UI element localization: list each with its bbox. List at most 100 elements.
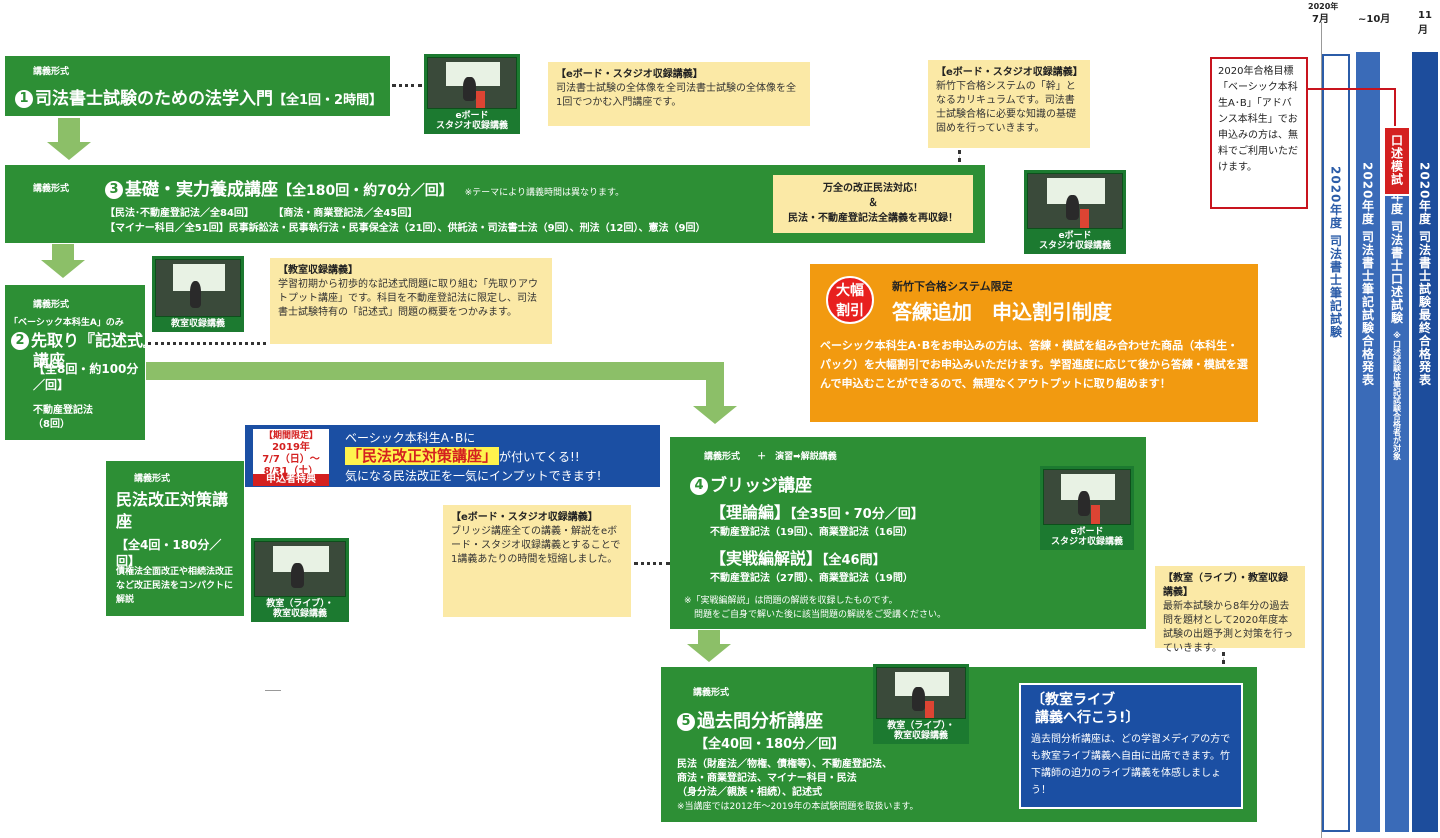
promo-period-to: 8/31（土） (263, 466, 319, 477)
live-title-1: 〔教室ライブ (1031, 692, 1115, 708)
course3-callout-1: 万全の改正民法対応！ (823, 183, 923, 194)
bar-oral-exam-note: ※口述試験は筆記試験合格者が対象 (1392, 330, 1402, 460)
civil-detail: 【全4回・180分／回】 (116, 538, 222, 568)
arrow-3-2-stem (52, 244, 74, 260)
arrow-2-4-vertical (706, 362, 724, 406)
course4-remark2: 問題をご自身で解いた後に該当問題の解説をご受講ください。 (694, 610, 947, 620)
course1-thumbnail: eボードスタジオ収録講義 (424, 54, 520, 134)
course3-note-title: 【eボード・スタジオ収録講義】 (936, 67, 1083, 78)
course4-number: 4 (690, 477, 708, 495)
course5-note-title: 【教室（ライブ）・教室収録講義】 (1163, 573, 1288, 598)
small-dash (265, 690, 281, 691)
course1-note-title: 【eボード・スタジオ収録講義】 (556, 69, 703, 80)
timeline-header-jul: 7月 (1312, 14, 1329, 25)
course4-title-text: ブリッジ講座 (710, 476, 812, 496)
bar-written-pass: 2020年度 司法書士筆記試験合格発表 (1356, 52, 1380, 832)
course1-thumb-cap1: eボード (455, 111, 489, 121)
oral-note-connector (1308, 88, 1396, 90)
bar-final-pass: 2020年度 司法書士試験最終合格発表 (1412, 52, 1438, 832)
course4-format: 講義形式 ＋ 演習➡解説講義 (704, 449, 837, 462)
course1-note-text: 司法書士試験の全体像を全司法書士試験の全体像を全1回でつかむ入門講座です。 (556, 83, 796, 108)
arrow-4-5-head (687, 644, 731, 662)
discount-pre: 新竹下合格システム限定 (892, 280, 1013, 293)
promo-line2-rest: が付いてくる!! (499, 450, 580, 464)
arrow-1-3-head (47, 142, 91, 160)
timeline-header-oct: ~10月 (1358, 14, 1391, 25)
arrow-3-2-head (41, 260, 85, 278)
course4-thumb-cap1: eボード (1070, 527, 1104, 537)
course2-detail: 【全8回・約100分／回】 (33, 362, 139, 392)
civil-title: 民法改正対策講座 (116, 490, 229, 531)
oral-note-connector-down (1394, 88, 1396, 126)
course4-connector (634, 562, 670, 565)
live-title-2: 講義へ行こう!〕 (1035, 710, 1140, 726)
course5-remark: ※当講座では2012年～2019年の本試験問題を取扱います。 (677, 802, 919, 812)
course4-theory-subjects: 不動産登記法（19回）、商業登記法（16回） (710, 527, 913, 538)
course5-number: 5 (677, 713, 695, 731)
course2-title-b: 『記述式』 (79, 331, 160, 350)
promo-box: 【期間限定】 2019年 7/7（日）～ 8/31（土） 申込者特典 ベーシック… (245, 425, 660, 487)
civil-thumb-cap2: 教室収録講義 (272, 609, 327, 619)
course5-thumb-cap1: 教室（ライブ）・ (887, 721, 955, 731)
course3-format: 講義形式 (33, 184, 70, 194)
course2-count: （8回） (33, 419, 70, 430)
course3-subj-commercial: 【商法・商業登記法／全45回】 (273, 208, 418, 219)
course3-detail: 【全180回・約70分／回】 (278, 183, 453, 199)
course4-thumbnail: eボードスタジオ収録講義 (1040, 466, 1134, 550)
course1-detail: 【全1回・2時間】 (273, 93, 383, 108)
course4-note-title: 【eボード・スタジオ収録講義】 (451, 512, 598, 523)
bar-written-exam: 2020年度 司法書士筆記試験 (1322, 54, 1350, 832)
course3-subj-civil: 【民法･不動産登記法／全84回】 (105, 208, 254, 219)
arrow-2-4-horizontal (146, 362, 724, 380)
course5-title-text: 過去問分析講座 (697, 711, 823, 732)
course5-subjects-1: 民法（財産法／物権、債権等）、不動産登記法、 (677, 759, 892, 770)
course4-remark1: ※「実戦編解説」は問題の解説を収録したものです。 (684, 596, 898, 606)
promo-period-year: 2019年 (272, 442, 310, 453)
course5-note-text: 最新本試験から8年分の過去問を題材として2020年度本試験の出題予測と対策を行っ… (1163, 601, 1293, 654)
promo-line2: 「民法改正対策講座」が付いてくる!! (345, 445, 580, 466)
course2-subject: 不動産登記法 (33, 405, 93, 416)
course3-subjects-2: 【マイナー科目／全51回】民事訴訟法・民事執行法・民事保全法（21回）、供託法・… (105, 223, 706, 234)
course4-thumb-cap2: スタジオ収録講義 (1050, 537, 1123, 547)
bar-final-pass-label: 2020年度 司法書士試験最終合格発表 (1417, 162, 1432, 387)
course3-note: 【eボード・スタジオ収録講義】 新竹下合格システムの「幹」となるカリキュラムです… (928, 60, 1090, 148)
discount-badge-2: 割引 (836, 303, 864, 319)
arrow-4-5-stem (698, 630, 720, 644)
promo-period-from: 7/7（日）～ (262, 454, 320, 465)
course2-title-a: 先取り (31, 331, 80, 350)
course4-note-text: ブリッジ講座全ての講義・解説をeボード・スタジオ収録講義とすることで1講義あたり… (451, 526, 621, 565)
timeline: 2020年 7月 ~10月 11月 (1300, 0, 1440, 838)
course5-note-connector (1222, 652, 1225, 664)
civil-thumbnail: 教室（ライブ）・教室収録講義 (251, 538, 349, 622)
course1-title-text: 司法書士試験のための法学入門 (35, 89, 273, 109)
course5-note: 【教室（ライブ）・教室収録講義】 最新本試験から8年分の過去問を題材として202… (1155, 566, 1305, 654)
live-box: 〔教室ライブ 講義へ行こう!〕 過去問分析講座は、どの学習メディアの方でも教室ラ… (1019, 683, 1243, 809)
discount-badge-1: 大幅 (836, 283, 864, 299)
course4-format-label: 講義形式 (704, 452, 741, 462)
course3-note-text: 新竹下合格システムの「幹」となるカリキュラムです。司法書士試験合格に必要な知識の… (936, 81, 1076, 134)
course2-connector (148, 342, 266, 345)
promo-line1: ベーシック本科生A･Bに (345, 431, 476, 445)
course3-remark: ※テーマにより講義時間は異なります。 (464, 188, 625, 198)
civil-desc: 債権法全面改正や相続法改正など改正民法をコンパクトに解説 (116, 567, 234, 605)
course2-number: 2 (11, 332, 29, 350)
course4-theory: 【理論編】【全35回・70分／回】 (710, 499, 924, 523)
course2-thumb-cap1: 教室収録講義 (170, 319, 225, 329)
course5-subjects-2: 商法・商業登記法、マイナー科目・民法 (677, 773, 857, 784)
arrow-1-3-stem (58, 118, 80, 142)
arrow-2-4-head (693, 406, 737, 424)
course2-thumbnail: 教室収録講義 (152, 256, 244, 332)
course3-title-text: 基礎・実力養成講座 (125, 180, 278, 200)
course1-format: 講義形式 (33, 67, 70, 77)
bar-oral-exam: 2020年度 司法書士口述試験 ※口述試験は筆記試験合格者が対象 (1385, 140, 1409, 832)
discount-title: 答練追加 申込割引制度 (892, 300, 1112, 324)
promo-line3: 気になる民法改正を一気にインプットできます! (345, 469, 602, 483)
course4-plus: ＋ 演習➡解説講義 (757, 452, 837, 462)
course2-format: 講義形式 (33, 300, 70, 310)
oral-mock-badge: 口述模試 (1383, 126, 1411, 196)
